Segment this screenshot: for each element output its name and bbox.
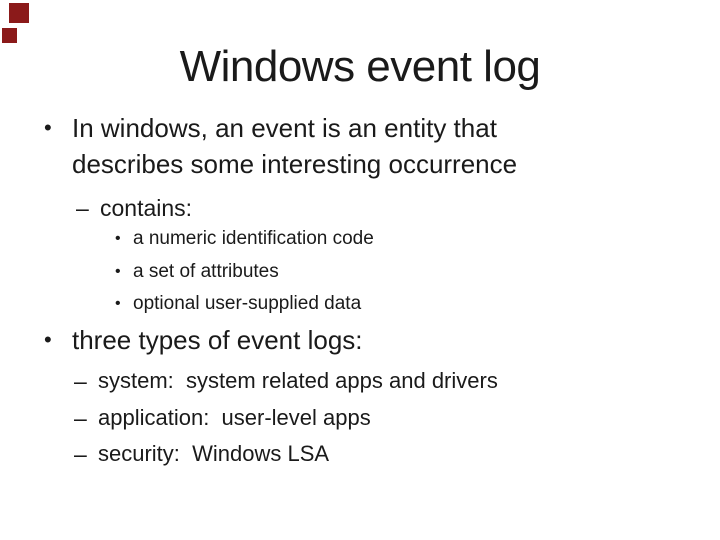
bullet-dot-icon: •	[115, 230, 121, 247]
bullet-text: three types of event logs:	[72, 322, 363, 358]
bullet-line: describes some interesting occurrence	[72, 149, 518, 179]
bullet-line: three types of event logs:	[72, 325, 363, 355]
bullet-item: – security: Windows LSA	[74, 439, 329, 469]
bullet-line: In windows, an event is an entity that	[72, 113, 497, 143]
dash-bullet-icon: –	[76, 195, 89, 221]
bullet-text: a numeric identification code	[133, 226, 374, 251]
corner-red-square-top	[9, 3, 29, 23]
bullet-dot-icon: •	[115, 295, 121, 312]
bullet-dot-icon: •	[115, 263, 121, 280]
dash-bullet-icon: –	[74, 405, 87, 431]
bullet-item: • a set of attributes	[115, 259, 279, 284]
bullet-item: • In windows, an event is an entity that…	[44, 110, 517, 182]
bullet-text: contains:	[100, 193, 192, 223]
bullet-item: • optional user-supplied data	[115, 291, 361, 316]
bullet-line: optional user-supplied data	[133, 293, 362, 314]
bullet-text: system: system related apps and drivers	[98, 366, 498, 396]
bullet-text: security: Windows LSA	[98, 439, 329, 469]
slide-title: Windows event log	[179, 42, 541, 91]
bullet-line: system: system related apps and drivers	[98, 368, 498, 393]
bullet-line: contains:	[100, 195, 193, 221]
dash-bullet-icon: –	[74, 368, 87, 394]
bullet-item: – contains:	[76, 193, 192, 223]
bullet-item: • three types of event logs:	[44, 322, 363, 358]
bullet-dot-icon: •	[44, 327, 52, 352]
bullet-line: security: Windows LSA	[98, 441, 330, 466]
dash-bullet-icon: –	[74, 441, 87, 467]
corner-red-square-bottom	[2, 28, 17, 43]
bullet-line: a set of attributes	[133, 261, 279, 282]
bullet-text: optional user-supplied data	[133, 291, 361, 316]
bullet-item: – application: user-level apps	[74, 403, 371, 433]
bullet-text: a set of attributes	[133, 259, 279, 284]
bullet-dot-icon: •	[44, 115, 52, 140]
bullet-item: – system: system related apps and driver…	[74, 366, 498, 396]
bullet-line: a numeric identification code	[133, 228, 374, 249]
bullet-text: application: user-level apps	[98, 403, 371, 433]
bullet-text: In windows, an event is an entity that d…	[72, 110, 517, 182]
bullet-line: application: user-level apps	[98, 405, 371, 430]
bullet-item: • a numeric identification code	[115, 226, 374, 251]
